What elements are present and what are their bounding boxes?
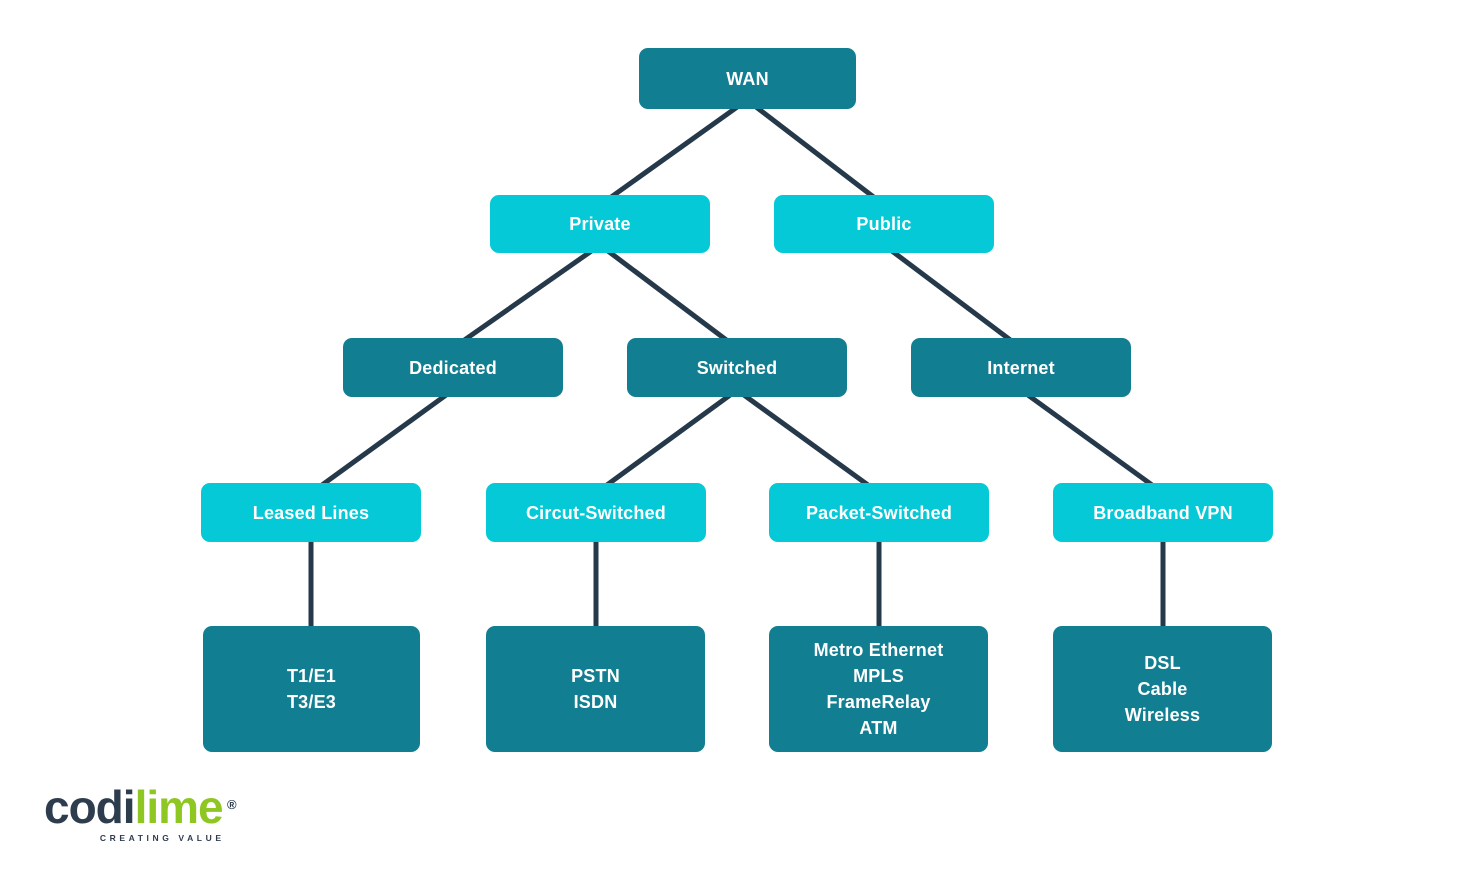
node-label-line: T3/E3 [286, 692, 337, 712]
node-label-line: T1/E1 [286, 666, 337, 686]
connector-internet-broadband [1019, 387, 1165, 496]
node-internet: Internet [911, 338, 1131, 397]
logo-brand-green: lime [134, 781, 224, 833]
node-packet-switched: Packet-Switched [769, 483, 989, 542]
node-t1e1-t3e3: T1/E1 T3/E3 [203, 626, 420, 752]
connector-private-switched [598, 243, 739, 350]
node-label-line: FrameRelay [826, 692, 931, 712]
connector-public-internet [882, 243, 1023, 350]
node-label-line: Cable [1137, 679, 1188, 699]
node-label: Public [856, 214, 912, 234]
connector-dedicated-leased [309, 387, 455, 496]
node-label: Packet-Switched [805, 502, 953, 523]
node-metro-ethernet-mpls: Metro Ethernet MPLS FrameRelay ATM [769, 626, 988, 752]
node-dsl-cable-wireless: DSL Cable Wireless [1053, 626, 1272, 752]
node-private: Private [490, 195, 710, 253]
node-label-line: Metro Ethernet [813, 640, 944, 660]
connector-switched-packet [735, 387, 881, 496]
node-label: Internet [987, 357, 1055, 378]
node-label-line: Wireless [1124, 705, 1201, 725]
node-label-line: MPLS [853, 666, 904, 686]
logo-brand-dark: codi [44, 781, 136, 833]
node-label: Switched [696, 357, 778, 378]
node-label: WAN [726, 68, 769, 89]
connector-wan-private [598, 97, 749, 208]
node-label-line: ISDN [573, 692, 618, 712]
node-label: Dedicated [409, 357, 497, 378]
node-wan: WAN [639, 48, 856, 109]
codilime-logo: codilime ® CREATING VALUE [44, 781, 237, 843]
logo-tagline: CREATING VALUE [99, 833, 225, 843]
connector-private-dedicated [451, 242, 602, 351]
node-broadband-vpn: Broadband VPN [1053, 483, 1273, 542]
node-circut-switched: Circut-Switched [486, 483, 706, 542]
connector-switched-circut [594, 387, 739, 496]
connector-wan-public [745, 98, 886, 207]
registered-trademark-icon: ® [227, 797, 237, 812]
codilime-logo-text: codilime ® [44, 781, 237, 833]
node-label-line: DSL [1144, 653, 1181, 673]
node-label-line: PSTN [571, 666, 620, 686]
node-label: Circut-Switched [525, 502, 666, 523]
node-dedicated: Dedicated [343, 338, 563, 397]
node-label: Broadband VPN [1093, 502, 1233, 523]
node-label: Leased Lines [252, 502, 370, 523]
node-pstn-isdn: PSTN ISDN [486, 626, 705, 752]
node-label-line: ATM [859, 718, 898, 738]
node-switched: Switched [627, 338, 847, 397]
node-leased-lines: Leased Lines [201, 483, 421, 542]
node-label: Private [569, 214, 631, 234]
node-public: Public [774, 195, 994, 253]
